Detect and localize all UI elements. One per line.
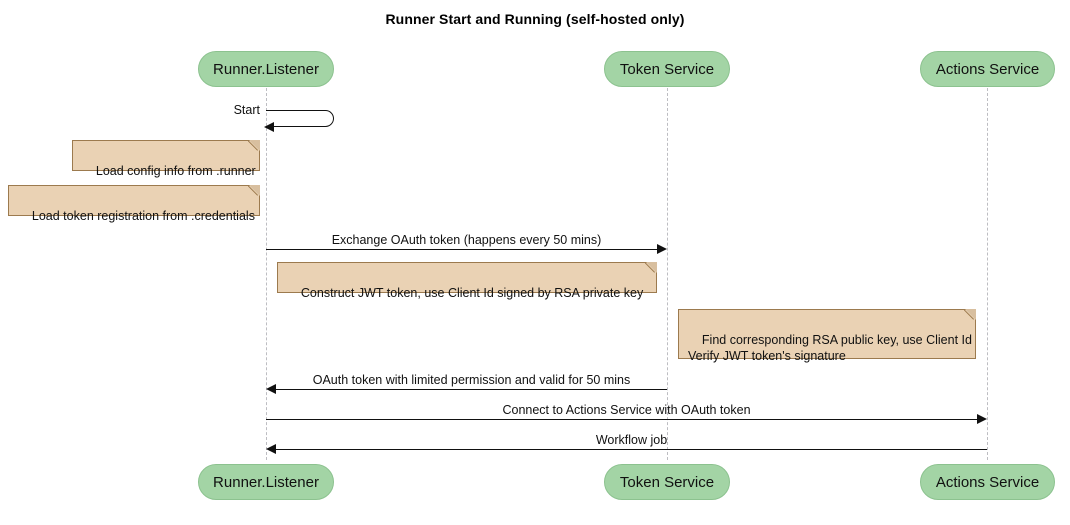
note-fold-edge-icon [248, 140, 260, 152]
lifeline-token [667, 88, 668, 460]
arrow-head-connect-actions-service [977, 414, 987, 424]
note-construct-jwt: Construct JWT token, use Client Id signe… [277, 262, 657, 300]
participant-label: Runner.Listener [213, 473, 319, 491]
message-line-oauth-token-returned [276, 389, 667, 390]
arrow-head-exchange-oauth-token [657, 244, 667, 254]
participant-label: Runner.Listener [213, 60, 319, 78]
participant-token-bottom[interactable]: Token Service [604, 464, 730, 500]
participant-label: Token Service [619, 473, 715, 491]
note-fold-edge-icon [248, 185, 260, 197]
message-label-workflow-job: Workflow job [595, 433, 668, 447]
note-text: Load token registration from .credential… [31, 209, 255, 223]
note-load-token-registration: Load token registration from .credential… [8, 185, 260, 223]
note-text: Construct JWT token, use Client Id signe… [300, 286, 644, 300]
participant-label: Actions Service [935, 60, 1040, 78]
participant-label: Actions Service [935, 473, 1040, 491]
note-fold-edge-icon [645, 262, 657, 274]
note-verify-jwt: Find corresponding RSA public key, use C… [678, 309, 976, 363]
participant-label: Token Service [619, 60, 715, 78]
note-fold-edge-icon [964, 309, 976, 321]
message-line-exchange-oauth-token [266, 249, 657, 250]
arrow-head-start [264, 122, 274, 132]
participant-runner-bottom[interactable]: Runner.Listener [198, 464, 334, 500]
participant-actions-top[interactable]: Actions Service [920, 51, 1055, 87]
note-text: Load config info from .runner [95, 164, 256, 178]
arrow-head-oauth-token-returned [266, 384, 276, 394]
note-text: Find corresponding RSA public key, use C… [688, 333, 972, 363]
message-label-exchange-oauth-token: Exchange OAuth token (happens every 50 m… [331, 233, 602, 247]
message-label-connect-actions-service: Connect to Actions Service with OAuth to… [502, 403, 751, 417]
message-label-start: Start [233, 103, 260, 117]
message-line-connect-actions-service [266, 419, 977, 420]
page-title: Runner Start and Running (self-hosted on… [385, 11, 685, 27]
participant-runner-top[interactable]: Runner.Listener [198, 51, 334, 87]
participant-token-top[interactable]: Token Service [604, 51, 730, 87]
lifeline-runner [266, 88, 267, 460]
arrow-head-workflow-job [266, 444, 276, 454]
note-load-config: Load config info from .runner [72, 140, 260, 178]
message-label-oauth-token-returned: OAuth token with limited permission and … [312, 373, 631, 387]
self-message-start [266, 110, 334, 127]
message-line-workflow-job [276, 449, 987, 450]
lifeline-actions [987, 88, 988, 460]
participant-actions-bottom[interactable]: Actions Service [920, 464, 1055, 500]
